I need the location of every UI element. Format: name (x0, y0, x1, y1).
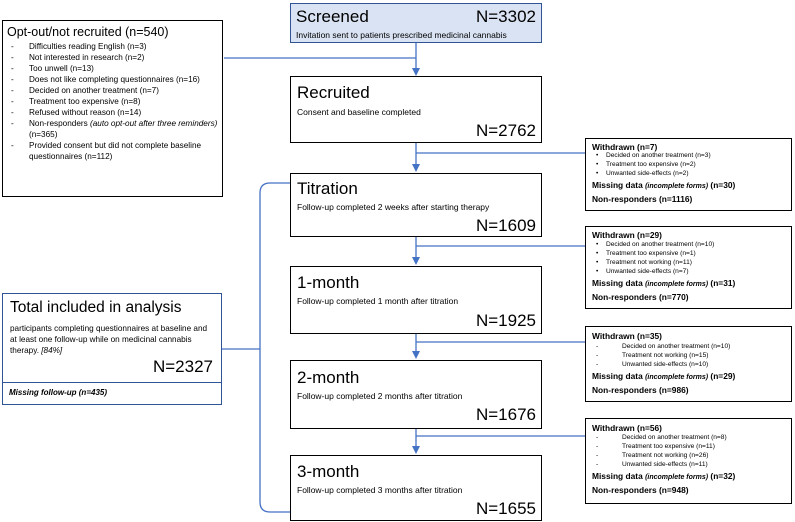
list-item: -Unwanted side-effects (n=11) (596, 460, 708, 468)
titration-subtitle: Follow-up completed 2 weeks after starti… (297, 202, 490, 212)
optout-list: -Difficulties reading English (n=3) -Not… (7, 41, 218, 162)
month1-box: 1-month Follow-up completed 1 month afte… (290, 266, 542, 334)
optout-box: Opt-out/not recruited (n=540) -Difficult… (2, 20, 223, 197)
withdrawn3-missing: Missing data (incomplete forms) (n=29) (592, 370, 736, 381)
recruited-box: Recruited Consent and baseline completed… (290, 76, 542, 143)
withdrawn2-missing: Missing data (incomplete forms) (n=31) (592, 277, 736, 288)
withdrawn4-missing: Missing data (incomplete forms) (n=32) (592, 470, 736, 481)
bracket-included (259, 182, 290, 513)
list-item: -Decided on another treatment (n=8) (596, 434, 727, 441)
month3-subtitle: Follow-up completed 3 months after titra… (297, 485, 463, 495)
withdrawn3-list: -Decided on another treatment (n=10) -Tr… (592, 343, 787, 370)
list-item: •Decided on another treatment (n=3) (596, 152, 711, 159)
titration-box: Titration Follow-up completed 2 weeks af… (290, 173, 542, 237)
list-item: -Difficulties reading English (n=3) (11, 42, 147, 51)
withdrawn1-missing: Missing data (incomplete forms) (n=30) (592, 179, 736, 190)
list-item: •Treatment too expensive (n=1) (596, 249, 696, 257)
month3-count: N=1655 (475, 499, 536, 518)
list-item: -Decided on another treatment (n=10) (596, 343, 731, 350)
list-item: •Treatment not working (n=11) (596, 258, 692, 266)
total-box: Total included in analysis participants … (2, 293, 222, 405)
withdrawn4-nonresponders: Non-responders (n=948) (592, 484, 689, 495)
screened-subtitle: Invitation sent to patients prescribed m… (296, 30, 507, 40)
list-item: -Treatment not working (n=26) (596, 451, 709, 459)
list-item: -Unwanted side-effects (n=10) (596, 360, 709, 368)
month1-count: N=1925 (475, 311, 536, 330)
list-item: •Treatment too expensive (n=2) (596, 160, 696, 168)
withdrawn3-heading: Withdrawn (n=35) (592, 331, 662, 341)
month2-title: 2-month (297, 368, 360, 387)
withdrawn2-nonresponders: Non-responders (n=770) (592, 291, 689, 302)
optout-title: Opt-out/not recruited (n=540) (7, 25, 169, 39)
recruited-count: N=2762 (475, 121, 536, 140)
withdrawn1-list: •Decided on another treatment (n=3) •Tre… (592, 152, 787, 179)
withdrawn2-heading: Withdrawn (n=29) (592, 230, 662, 240)
list-item: -Treatment not working (n=15) (596, 351, 709, 359)
withdrawn4-list: -Decided on another treatment (n=8) -Tre… (592, 434, 787, 470)
screened-title: Screened (296, 7, 369, 26)
month2-box: 2-month Follow-up completed 2 months aft… (290, 360, 542, 429)
list-item: -Not interested in research (n=2) (11, 53, 145, 62)
list-item: -Treatment too expensive (n=11) (596, 442, 715, 450)
total-title: Total included in analysis (10, 299, 182, 316)
total-description: participants completing questionnaires a… (10, 324, 208, 355)
month1-title: 1-month (297, 273, 360, 292)
withdrawn4-heading: Withdrawn (n=56) (592, 423, 662, 433)
recruited-title: Recruited (297, 83, 370, 102)
withdrawn3-nonresponders: Non-responders (n=986) (592, 384, 689, 395)
screened-box: Screened N=3302 Invitation sent to patie… (290, 3, 542, 43)
recruited-subtitle: Consent and baseline completed (297, 107, 421, 117)
month3-box: 3-month Follow-up completed 3 months aft… (290, 455, 542, 521)
withdrawn3-box: Withdrawn (n=35) -Decided on another tre… (585, 326, 792, 402)
list-item: -Provided consent but did not complete b… (11, 141, 202, 161)
withdrawn1-box: Withdrawn (n=7) •Decided on another trea… (585, 138, 792, 211)
titration-title: Titration (297, 179, 358, 198)
list-item: •Decided on another treatment (n=10) (596, 241, 715, 248)
withdrawn2-list: •Decided on another treatment (n=10) •Tr… (592, 241, 787, 277)
list-item: -Refused without reason (n=14) (11, 108, 142, 117)
month2-subtitle: Follow-up completed 2 months after titra… (297, 391, 463, 401)
list-item: -Non-responders (auto opt-out after thre… (11, 119, 218, 139)
screened-count: N=3302 (475, 7, 536, 26)
total-missing: Missing follow-up (n=435) (9, 388, 108, 397)
list-item: -Too unwell (n=13) (11, 64, 94, 73)
list-item: •Unwanted side-effects (n=2) (596, 169, 689, 177)
total-divider (3, 382, 221, 383)
list-item: -Does not like completing questionnaires… (11, 75, 200, 84)
list-item: -Decided on another treatment (n=7) (11, 86, 159, 95)
withdrawn1-nonresponders: Non-responders (n=1116) (592, 193, 693, 204)
total-percent: [84%] (41, 346, 63, 355)
list-item: -Treatment too expensive (n=8) (11, 97, 141, 106)
total-count: N=2327 (152, 357, 213, 376)
withdrawn4-box: Withdrawn (n=56) -Decided on another tre… (585, 418, 792, 504)
withdrawn2-box: Withdrawn (n=29) •Decided on another tre… (585, 226, 792, 309)
list-item: •Unwanted side-effects (n=7) (596, 267, 689, 275)
month1-subtitle: Follow-up completed 1 month after titrat… (297, 296, 459, 306)
titration-count: N=1609 (475, 216, 536, 235)
withdrawn1-heading: Withdrawn (n=7) (592, 142, 658, 152)
month2-count: N=1676 (475, 405, 536, 424)
month3-title: 3-month (297, 462, 360, 481)
